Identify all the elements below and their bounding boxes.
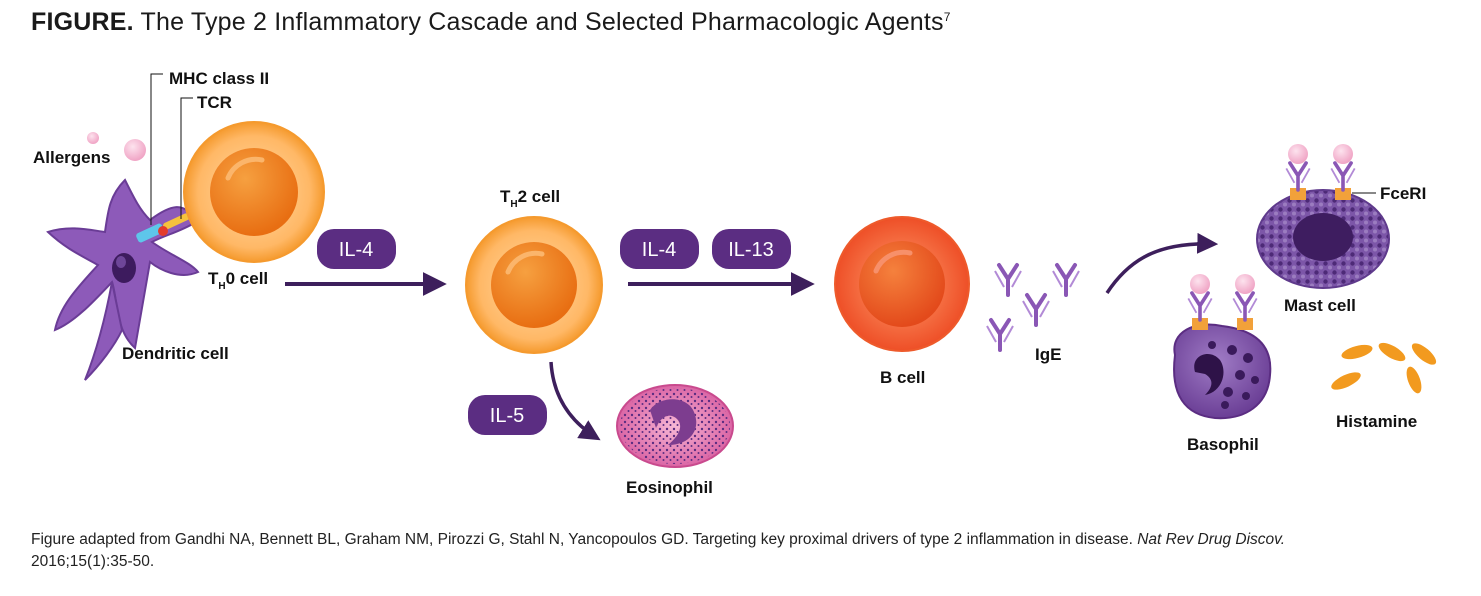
mhc-label: MHC class II xyxy=(169,69,269,88)
basophil-cell xyxy=(1173,274,1272,420)
basophil-label: Basophil xyxy=(1187,435,1259,454)
eosinophil-label: Eosinophil xyxy=(626,478,713,497)
cascade-diagram: Allergens Dendritic cell MHC class II TC… xyxy=(33,69,1437,497)
th0-cell xyxy=(183,121,325,263)
ige-label: IgE xyxy=(1035,345,1061,364)
figure-title-text: The Type 2 Inflammatory Cascade and Sele… xyxy=(140,8,944,36)
allergen-large xyxy=(124,139,146,161)
il4-pill: IL-4 xyxy=(317,229,396,269)
svg-text:IL-4: IL-4 xyxy=(642,239,676,261)
caption-journal: Nat Rev Drug Discov. xyxy=(1137,531,1286,548)
b-cell xyxy=(834,216,970,352)
b-cell-label: B cell xyxy=(880,368,925,387)
dendritic-cell xyxy=(46,178,200,381)
caption-text: Figure adapted from Gandhi NA, Bennett B… xyxy=(31,531,1133,548)
ige-antibodies xyxy=(985,263,1081,352)
figure-caption: Figure adapted from Gandhi NA, Bennett B… xyxy=(31,529,1451,573)
il13-pill: IL-13 xyxy=(712,229,791,269)
eosinophil-cell xyxy=(616,384,734,468)
dendritic-cell-label: Dendritic cell xyxy=(122,344,229,363)
figure-label: FIGURE. xyxy=(31,8,134,36)
arrow-ige-mastcell xyxy=(1105,232,1219,294)
histamine-granules xyxy=(1331,342,1437,394)
mast-cell xyxy=(1256,144,1390,289)
allergen-small xyxy=(87,132,99,144)
th0-label: TH0 cell xyxy=(208,269,268,292)
svg-text:IL-5: IL-5 xyxy=(490,405,524,427)
allergens-label: Allergens xyxy=(33,148,110,167)
svg-text:IL-13: IL-13 xyxy=(728,239,774,261)
th2-cell xyxy=(465,216,603,354)
fceri-label: FceRI xyxy=(1380,184,1426,203)
th2-label: TH2 cell xyxy=(500,187,560,210)
caption-citation: 2016;15(1):35-50. xyxy=(31,553,155,570)
arrow-th2-eosinophil xyxy=(549,361,601,441)
histamine-label: Histamine xyxy=(1336,412,1417,431)
tcr-label: TCR xyxy=(197,93,232,112)
svg-text:IL-4: IL-4 xyxy=(339,239,373,261)
tcr-receptor xyxy=(163,213,190,230)
figure-title: FIGURE. The Type 2 Inflammatory Cascade … xyxy=(31,8,951,37)
il5-pill: IL-5 xyxy=(468,395,547,435)
il4-pill-2: IL-4 xyxy=(620,229,699,269)
figure-reference: 7 xyxy=(943,10,951,24)
mast-cell-label: Mast cell xyxy=(1284,296,1356,315)
mhc-receptor xyxy=(136,223,164,243)
